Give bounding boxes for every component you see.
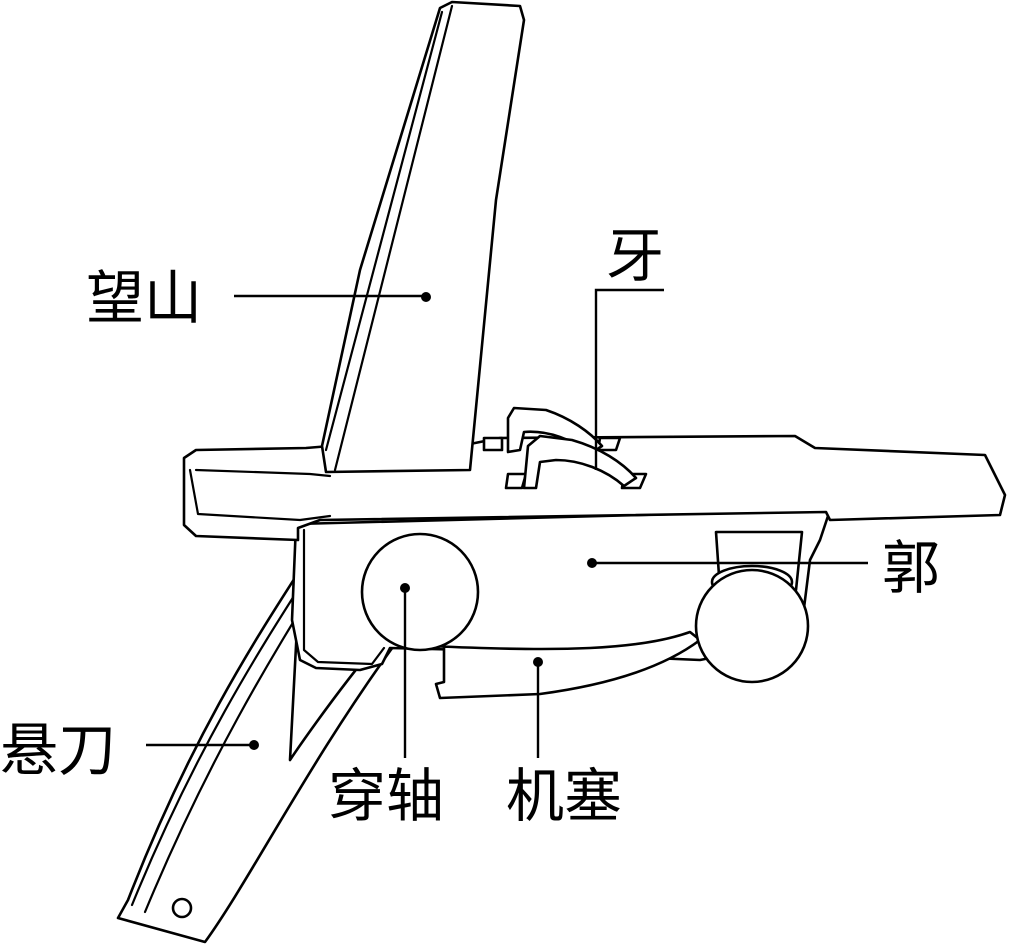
- label-ya: 牙: [606, 222, 664, 290]
- label-chuanzhou: 穿轴: [328, 762, 444, 830]
- rear-roller: [694, 568, 810, 684]
- trigger-hole: [171, 897, 193, 919]
- leaders: [146, 288, 868, 758]
- leader-ya: [594, 288, 664, 470]
- rear-post: [694, 530, 810, 684]
- teeth: [482, 406, 648, 490]
- trigger-blade: [116, 568, 400, 944]
- label-xuandao: 悬刀: [0, 716, 116, 784]
- label-guo: 郭: [882, 534, 940, 602]
- label-jisai: 机塞: [506, 762, 622, 830]
- sight-fin: [320, 0, 526, 474]
- axle-disc: [360, 532, 480, 652]
- label-wangshan: 望山: [86, 264, 202, 332]
